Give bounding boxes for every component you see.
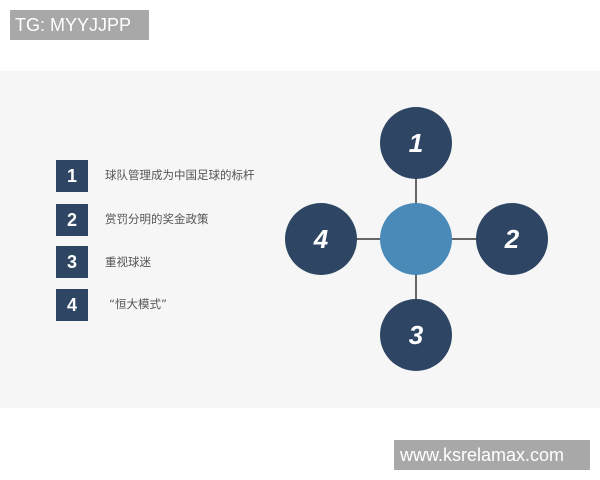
number-badge: 1 (56, 160, 88, 192)
connector-left (356, 238, 382, 240)
watermark-bottom: www.ksrelamax.com (394, 440, 590, 470)
list-item-text: “恒大模式” (109, 297, 167, 311)
number-badge: 4 (56, 289, 88, 321)
node-top: 1 (380, 107, 452, 179)
list-item-text: 重视球迷 (105, 255, 151, 269)
node-left: 4 (285, 203, 357, 275)
list-item-text: 赏罚分明的奖金政策 (105, 212, 209, 226)
watermark-top: TG: MYYJJPP (10, 10, 149, 40)
node-bottom: 3 (380, 299, 452, 371)
list-item-text: 球队管理成为中国足球的标杆 (105, 168, 255, 182)
connector-bottom (415, 272, 417, 300)
center-node (380, 203, 452, 275)
node-right: 2 (476, 203, 548, 275)
connector-top (415, 178, 417, 206)
number-badge: 3 (56, 246, 88, 278)
connector-right (450, 238, 478, 240)
number-badge: 2 (56, 204, 88, 236)
